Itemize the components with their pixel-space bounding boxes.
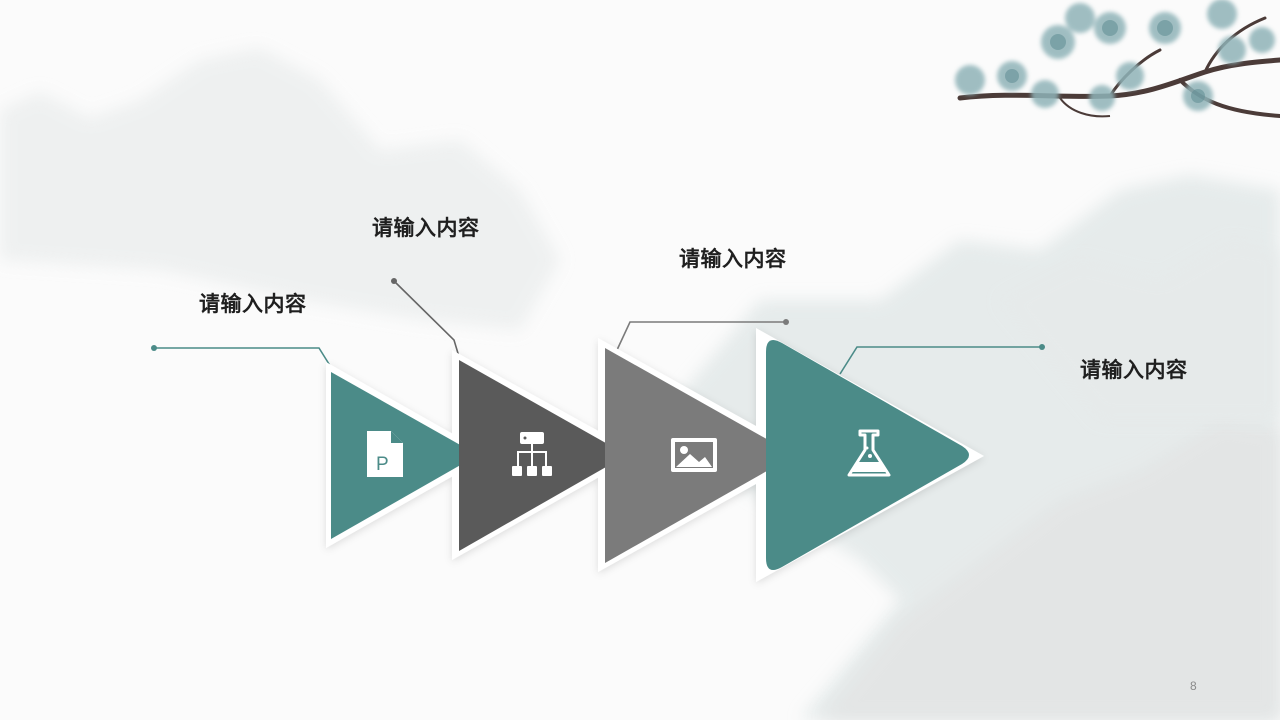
presentation-file-icon: P — [367, 431, 403, 477]
pine-branch-decoration — [955, 0, 1280, 118]
connector-lines — [151, 278, 1045, 375]
hierarchy-icon — [512, 432, 552, 476]
step-label-1: 请输入内容 — [199, 292, 307, 316]
step-label-4: 请输入内容 — [1080, 358, 1188, 382]
connector-line-3 — [616, 321, 786, 351]
image-icon — [671, 438, 717, 472]
step-triangle-1 — [331, 372, 478, 539]
flask-icon — [847, 429, 891, 477]
step-triangle-2 — [459, 360, 627, 551]
ink-mountains-background — [0, 48, 1280, 720]
page-number: 8 — [1190, 679, 1197, 693]
step-label-2: 请输入内容 — [372, 216, 480, 240]
svg-text:P: P — [376, 454, 389, 475]
connector-line-1 — [154, 347, 335, 373]
step-label-3: 请输入内容 — [679, 247, 787, 271]
step-triangle-4 — [766, 340, 969, 570]
connector-line-4 — [839, 346, 1042, 375]
